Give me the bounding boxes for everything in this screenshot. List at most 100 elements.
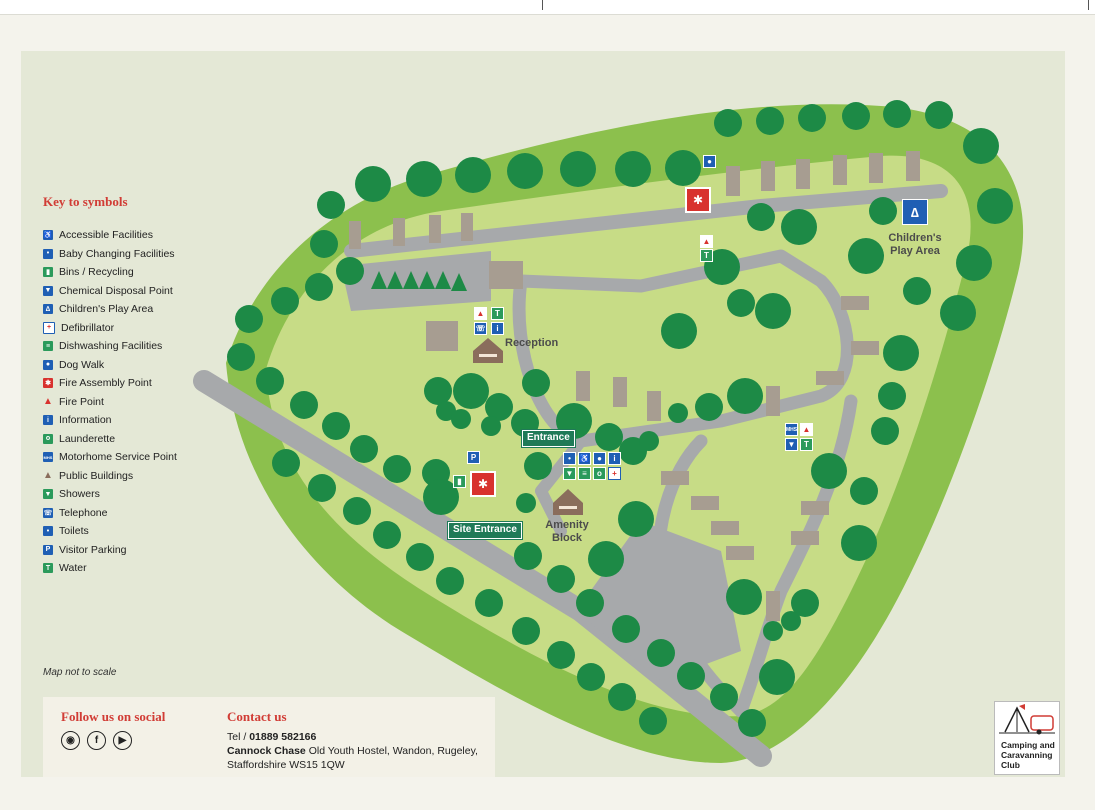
info-icon: i bbox=[608, 452, 621, 465]
address-line-1: Cannock Chase Old Youth Hostel, Wandon, … bbox=[227, 745, 478, 757]
legend-item: • Toilets bbox=[43, 522, 213, 541]
motorhome-icon: MHS bbox=[43, 452, 53, 463]
legend-item: i Information bbox=[43, 411, 213, 430]
bin-icon: ▮ bbox=[43, 267, 53, 278]
chemical-disposal-icon: ▼ bbox=[785, 438, 798, 451]
defibrillator-icon: + bbox=[43, 321, 55, 334]
legend-item: ∆Children's Play Area bbox=[43, 300, 213, 319]
legend-label: Toilets bbox=[59, 525, 89, 538]
site-entrance-sign: Site Entrance bbox=[448, 522, 522, 539]
dog-icon: ● bbox=[703, 155, 716, 168]
legend-item: ▲ Fire Point bbox=[43, 393, 213, 412]
legend-label: Launderette bbox=[59, 432, 116, 445]
legend-item: P Visitor Parking bbox=[43, 541, 213, 560]
legend-label: Water bbox=[59, 562, 87, 575]
facebook-icon[interactable]: f bbox=[87, 731, 106, 750]
crop-mark bbox=[542, 0, 543, 10]
legend-label: Information bbox=[59, 414, 112, 427]
dog-icon: ● bbox=[43, 359, 53, 370]
youtube-icon[interactable]: ▶ bbox=[113, 731, 132, 750]
legend-item: ▲Public Buildings bbox=[43, 467, 213, 486]
legend-item: ≡ Dishwashing Facilities bbox=[43, 337, 213, 356]
info-icon: i bbox=[43, 415, 53, 426]
phone-number[interactable]: 01889 582166 bbox=[249, 731, 317, 743]
launderette-icon: o bbox=[43, 433, 53, 444]
parking-icon: P bbox=[43, 544, 53, 555]
water-tap-icon: T bbox=[700, 249, 713, 262]
dishwashing-icon: ≡ bbox=[43, 341, 53, 352]
water-tap-icon: T bbox=[800, 438, 813, 451]
legend-label: Chemical Disposal Point bbox=[59, 284, 173, 297]
trees bbox=[227, 100, 1013, 737]
legend-label: Showers bbox=[59, 488, 100, 501]
crop-mark bbox=[1088, 0, 1089, 10]
conifer-trees bbox=[371, 271, 467, 291]
bin-icon: ▮ bbox=[453, 475, 466, 488]
toilets-icon: • bbox=[563, 452, 576, 465]
baby-icon: ● bbox=[593, 452, 606, 465]
instagram-icon[interactable]: ◉ bbox=[61, 731, 80, 750]
reception-building bbox=[473, 338, 503, 363]
legend-list: ♿Accessible Facilities •Baby Changing Fa… bbox=[43, 226, 213, 578]
legend-item: T Water bbox=[43, 559, 213, 578]
wheelchair-icon: ♿ bbox=[43, 230, 53, 241]
dishwashing-icon: ≡ bbox=[578, 467, 591, 480]
shower-icon: ▼ bbox=[43, 489, 53, 500]
fire-point-icon: ▲ bbox=[43, 396, 53, 408]
site-map bbox=[193, 100, 1024, 767]
legend-item: + Defibrillator bbox=[43, 319, 213, 338]
legend-item: MHS Motorhome Service Point bbox=[43, 448, 213, 467]
water-tap-icon: T bbox=[491, 307, 504, 320]
legend-item: •Baby Changing Facilities bbox=[43, 245, 213, 264]
legend-item: ✱Fire Assembly Point bbox=[43, 374, 213, 393]
car-park bbox=[341, 251, 491, 311]
contact-title: Contact us bbox=[227, 709, 287, 724]
fire-assembly-icon: ✱ bbox=[685, 187, 711, 213]
pitches bbox=[349, 151, 920, 621]
legend: Key to symbols ♿Accessible Facilities •B… bbox=[43, 194, 213, 578]
site-name: Cannock Chase bbox=[227, 745, 306, 757]
legend-label: Accessible Facilities bbox=[59, 229, 153, 242]
motorhome-icon: MHS bbox=[785, 423, 798, 436]
social-title: Follow us on social bbox=[61, 709, 166, 724]
social-icons: ◉ f ▶ bbox=[61, 731, 132, 750]
building-icon: ▲ bbox=[43, 470, 53, 482]
amenity-block-label: Amenity Block bbox=[545, 519, 589, 544]
legend-label: Dishwashing Facilities bbox=[59, 340, 163, 353]
wheelchair-icon: ♿ bbox=[578, 452, 591, 465]
address-line-2: Staffordshire WS15 1QW bbox=[227, 759, 345, 771]
logo-text: Camping and Caravanning Club bbox=[1001, 740, 1055, 770]
toilets-icon: • bbox=[43, 526, 53, 537]
club-logo: Camping and Caravanning Club bbox=[994, 701, 1060, 775]
legend-label: Motorhome Service Point bbox=[59, 451, 177, 464]
shower-icon: ▼ bbox=[563, 467, 576, 480]
swing-icon: ∆ bbox=[902, 199, 928, 225]
legend-item: ♿ Accessible Facilities bbox=[43, 226, 213, 245]
chemical-disposal-icon: ▼ bbox=[43, 285, 53, 296]
map-scale-note: Map not to scale bbox=[43, 667, 117, 678]
fire-point-icon: ▲ bbox=[800, 423, 813, 436]
contact-box: Follow us on social ◉ f ▶ Contact us Tel… bbox=[43, 697, 495, 777]
legend-label: Visitor Parking bbox=[59, 543, 127, 556]
legend-label: Defibrillator bbox=[61, 321, 115, 334]
water-tap-icon: T bbox=[43, 563, 53, 574]
fire-assembly-icon: ✱ bbox=[470, 471, 496, 497]
legend-label: Dog Walk bbox=[59, 358, 105, 371]
legend-label: Baby Changing Facilities bbox=[59, 247, 175, 260]
legend-title: Key to symbols bbox=[43, 194, 128, 209]
legend-label: Fire Point bbox=[59, 395, 104, 408]
legend-item: ☏ Telephone bbox=[43, 504, 213, 523]
legend-label: Children's Play Area bbox=[59, 303, 154, 316]
tent-caravan-icon bbox=[999, 704, 1055, 735]
play-area-label: Children's Play Area bbox=[888, 232, 942, 257]
launderette-icon: o bbox=[593, 467, 606, 480]
legend-item: ▼ Chemical Disposal Point bbox=[43, 282, 213, 301]
fire-assembly-icon: ✱ bbox=[43, 378, 53, 389]
site-map-panel: Reception Amenity Block Children's Play … bbox=[21, 51, 1065, 777]
telephone-icon: ☏ bbox=[43, 507, 53, 518]
entrance-sign: Entrance bbox=[522, 430, 575, 447]
parking-icon: P bbox=[467, 451, 480, 464]
phone-line: Tel / 01889 582166 bbox=[227, 731, 316, 743]
legend-label: Telephone bbox=[59, 506, 108, 519]
reception-label: Reception bbox=[505, 337, 559, 349]
